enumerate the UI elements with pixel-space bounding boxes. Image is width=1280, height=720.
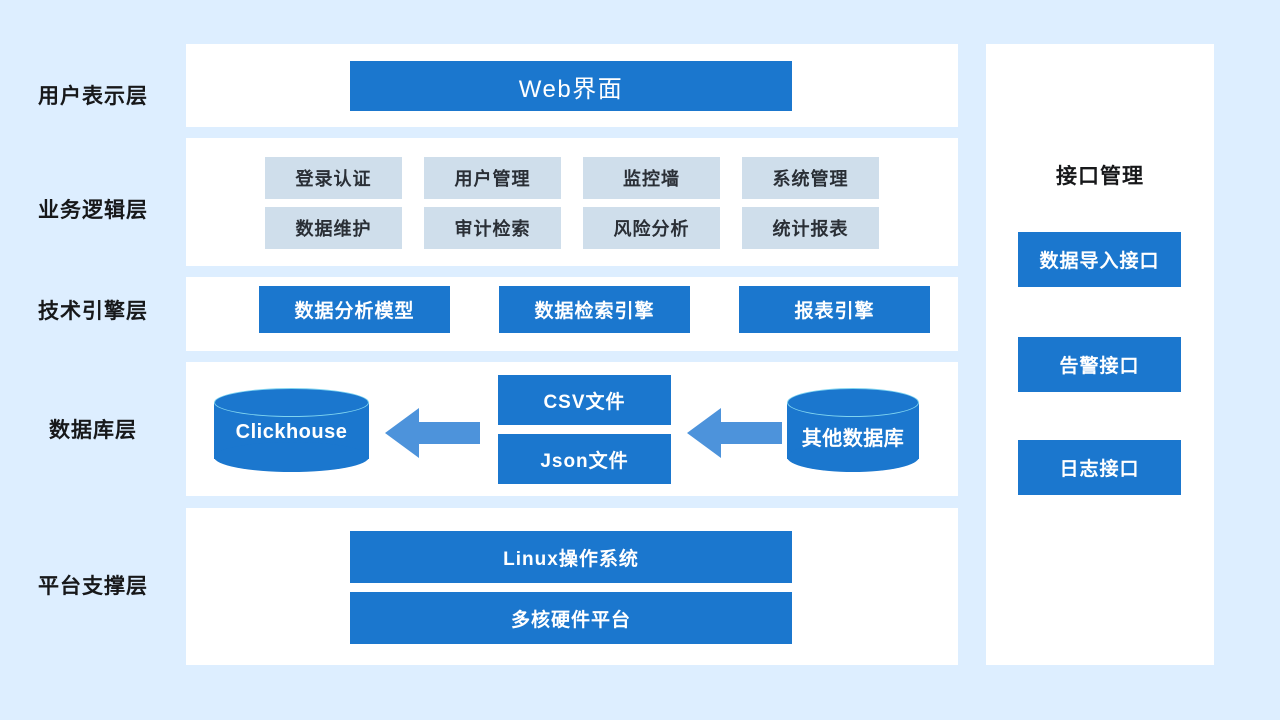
arrow-files-to-clickhouse-icon [385,408,480,458]
box-data-analysis-model[interactable]: 数据分析模型 [259,286,450,333]
chip-statistics-report[interactable]: 统计报表 [742,207,879,249]
chip-data-maintenance[interactable]: 数据维护 [265,207,402,249]
arrow-source-to-files-icon [687,408,782,458]
layer-label-database: 数据库层 [49,419,137,442]
cylinder-other-database[interactable]: 其他数据库 [787,388,919,473]
box-data-search-engine[interactable]: 数据检索引擎 [499,286,690,333]
layer-label-engine: 技术引擎层 [38,300,148,323]
chip-login-auth[interactable]: 登录认证 [265,157,402,199]
cylinder-top-ellipse [214,388,369,417]
box-log-interface[interactable]: 日志接口 [1018,440,1181,495]
box-report-engine[interactable]: 报表引擎 [739,286,930,333]
chip-monitor-wall[interactable]: 监控墙 [583,157,720,199]
layer-label-business: 业务逻辑层 [38,199,148,222]
box-multicore-hardware[interactable]: 多核硬件平台 [350,592,792,644]
box-web-interface[interactable]: Web界面 [350,61,792,111]
chip-risk-analysis[interactable]: 风险分析 [583,207,720,249]
cylinder-bottom-ellipse [214,442,369,472]
cylinder-label-other-database: 其他数据库 [801,428,905,450]
layer-label-presentation: 用户表示层 [38,85,148,108]
box-linux-os[interactable]: Linux操作系统 [350,531,792,583]
interface-management-title: 接口管理 [1056,165,1144,188]
cylinder-label-clickhouse: Clickhouse [235,421,348,443]
box-csv-file[interactable]: CSV文件 [498,375,671,425]
cylinder-top-ellipse [787,388,919,417]
layer-label-platform: 平台支撑层 [38,575,148,598]
cylinder-bottom-ellipse [787,442,919,472]
box-data-import-interface[interactable]: 数据导入接口 [1018,232,1181,287]
box-json-file[interactable]: Json文件 [498,434,671,484]
chip-audit-search[interactable]: 审计检索 [424,207,561,249]
chip-user-management[interactable]: 用户管理 [424,157,561,199]
chip-system-management[interactable]: 系统管理 [742,157,879,199]
box-alarm-interface[interactable]: 告警接口 [1018,337,1181,392]
cylinder-clickhouse[interactable]: Clickhouse [214,388,369,473]
